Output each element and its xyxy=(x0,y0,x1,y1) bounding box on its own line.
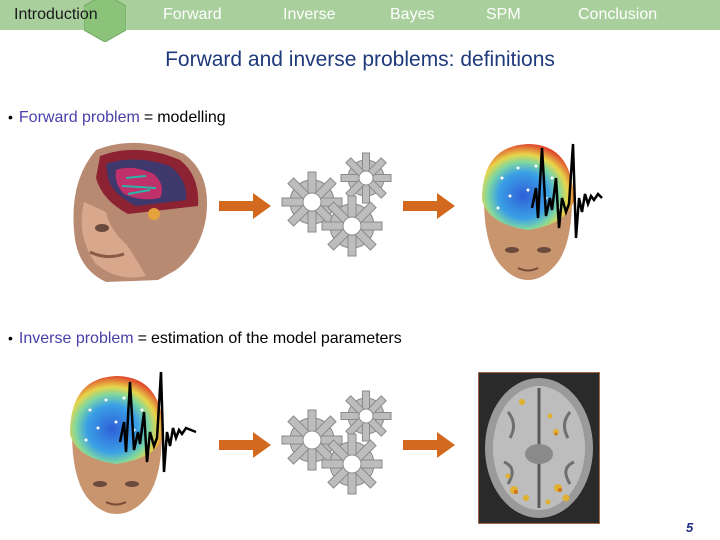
head-anatomy-icon xyxy=(73,142,208,282)
active-tab-hexagon-icon xyxy=(84,0,126,42)
nav-tab-forward[interactable]: Forward xyxy=(163,6,222,23)
inverse-problem-bullet: • Inverse problem=estimation of the model… xyxy=(8,330,402,348)
gears-icon xyxy=(281,152,392,257)
equals-sign: = xyxy=(137,330,147,347)
top-nav: Introduction Forward Inverse Bayes SPM C… xyxy=(0,0,720,42)
nav-tab-inverse[interactable]: Inverse xyxy=(283,6,336,23)
nav-tab-conclusion[interactable]: Conclusion xyxy=(578,6,658,23)
nav-tab-introduction[interactable]: Introduction xyxy=(14,6,98,23)
eeg-signal-icon xyxy=(118,371,197,473)
bullet-dot: • xyxy=(8,330,13,346)
eeg-signal-icon xyxy=(530,143,603,239)
page-number: 5 xyxy=(686,520,694,535)
gears-icon xyxy=(281,390,392,495)
equals-sign: = xyxy=(143,109,154,126)
arrow-right-icon xyxy=(403,193,455,219)
arrow-right-icon xyxy=(219,432,271,458)
arrow-right-icon xyxy=(403,432,455,458)
eeg-scalp-map-icon xyxy=(70,371,197,514)
bullet-dot: • xyxy=(8,109,13,125)
forward-problem-bullet: • Forward problem=modelling xyxy=(8,109,226,127)
inverse-problem-term: Inverse problem xyxy=(18,330,134,347)
mri-activation-icon xyxy=(478,372,600,524)
nav-tab-bayes[interactable]: Bayes xyxy=(390,6,435,23)
arrow-right-icon xyxy=(219,193,271,219)
forward-problem-definition: modelling xyxy=(157,109,226,126)
forward-problem-term: Forward problem xyxy=(18,109,140,126)
slide-title: Forward and inverse problems: definition… xyxy=(165,48,555,71)
nav-tab-spm[interactable]: SPM xyxy=(486,6,521,23)
inverse-problem-definition: estimation of the model parameters xyxy=(150,330,402,347)
eeg-scalp-map-icon xyxy=(482,143,603,280)
